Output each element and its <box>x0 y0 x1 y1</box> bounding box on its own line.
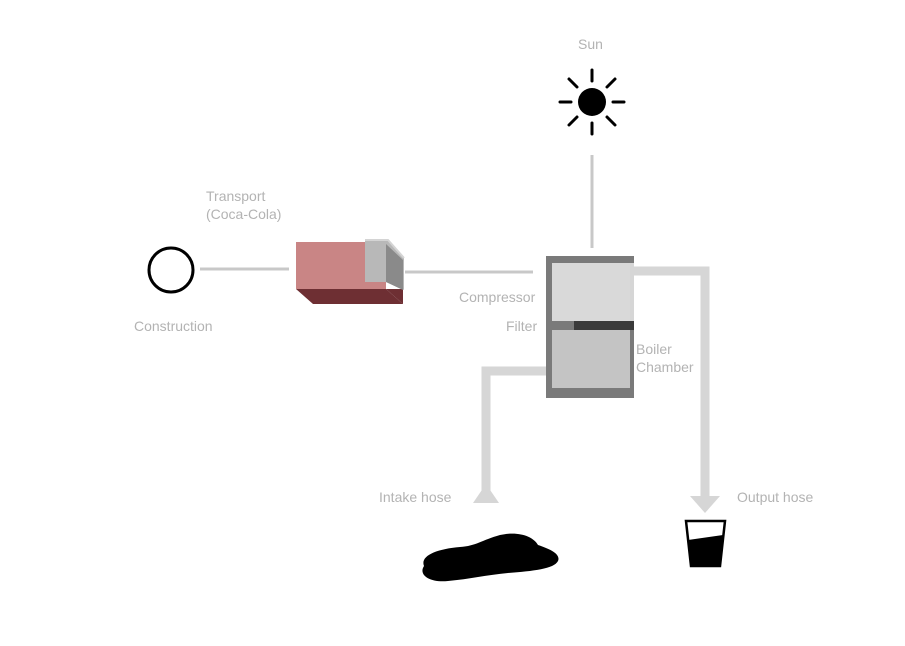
compressor-chamber <box>552 263 630 321</box>
circle-icon <box>147 246 195 294</box>
transport-label: Transport <box>206 188 266 204</box>
sun-icon <box>558 68 626 136</box>
compressor-label: Compressor <box>459 289 536 305</box>
sun-label: Sun <box>578 36 603 52</box>
chamber-label: Chamber <box>636 359 694 375</box>
intake-hose <box>473 366 552 503</box>
filter-divider <box>574 321 634 330</box>
boiler-chamber <box>552 330 630 388</box>
filter-label: Filter <box>506 318 537 334</box>
construction-label: Construction <box>134 318 213 334</box>
output-hose-label: Output hose <box>737 489 813 505</box>
transport-sublabel: (Coca-Cola) <box>206 206 281 222</box>
device <box>546 256 634 398</box>
water-puddle-icon <box>422 533 559 582</box>
boiler-label: Boiler <box>636 341 672 357</box>
intake-hose-label: Intake hose <box>379 489 452 505</box>
box-icon <box>296 239 405 304</box>
water-glass-icon <box>684 519 727 568</box>
output-hose <box>630 266 720 513</box>
